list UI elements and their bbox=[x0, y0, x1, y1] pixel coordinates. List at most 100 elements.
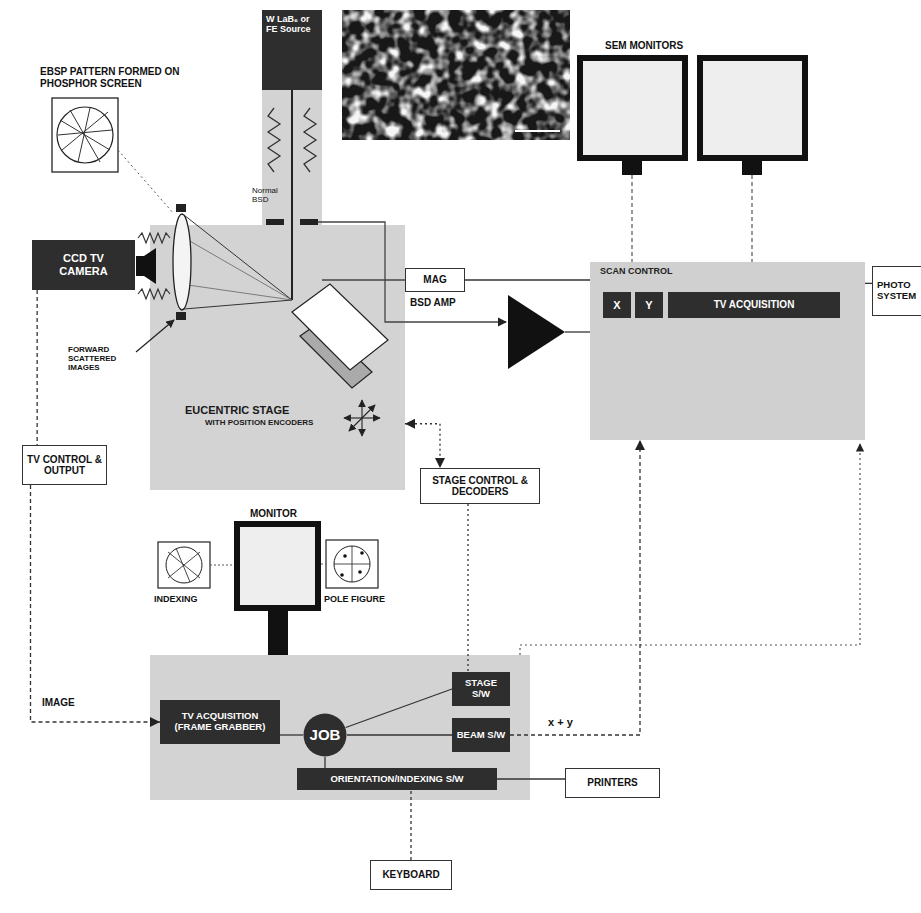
diffraction-cone bbox=[188, 285, 292, 300]
monitor-stand bbox=[268, 611, 288, 655]
pole-dot bbox=[343, 554, 347, 558]
amplifier-triangle: BSD AMP bbox=[405, 292, 565, 372]
pole-dot bbox=[340, 573, 344, 577]
box-label: SCAN CONTROL bbox=[600, 266, 673, 276]
monitor-screen bbox=[700, 58, 805, 158]
kikuchi-band bbox=[176, 548, 190, 582]
pole-dot bbox=[360, 551, 364, 555]
job-circle: JOB bbox=[303, 713, 347, 757]
forward-detector bbox=[176, 312, 186, 320]
pole-figure-inset bbox=[326, 540, 378, 588]
monitor-screen bbox=[580, 58, 685, 158]
box-label: CCD TV CAMERA bbox=[46, 252, 121, 277]
connector bbox=[497, 778, 565, 779]
phosphor-screen bbox=[173, 214, 191, 310]
device-box: PRINTERS bbox=[565, 768, 660, 798]
signal-line bbox=[318, 222, 506, 322]
camera-lens bbox=[136, 256, 144, 276]
connector bbox=[565, 331, 590, 332]
sem-image bbox=[342, 10, 570, 140]
axis-box: X bbox=[603, 292, 631, 318]
process-box: MAG bbox=[405, 268, 465, 292]
source-box: W LaB₆ or FE Source bbox=[262, 10, 322, 90]
process-box: TV ACQUISITION bbox=[668, 292, 840, 318]
kikuchi-band bbox=[168, 552, 200, 578]
box-label: PRINTERS bbox=[587, 777, 638, 789]
indexing-bands bbox=[168, 548, 200, 582]
pattern-circle bbox=[57, 107, 113, 163]
leader-line bbox=[210, 565, 234, 566]
box-label: JOB bbox=[310, 726, 341, 743]
box-label: WITH POSITION ENCODERS bbox=[205, 418, 313, 427]
chamber-region bbox=[150, 90, 405, 490]
stage-panel: EUCENTRIC STAGEWITH POSITION ENCODERS bbox=[150, 225, 405, 490]
axis-arrow bbox=[362, 417, 380, 418]
lens-coil bbox=[304, 108, 316, 172]
signal-line bbox=[322, 279, 405, 280]
pattern-inset bbox=[52, 98, 118, 172]
axis-arrow bbox=[362, 405, 375, 418]
box-label: Y bbox=[645, 299, 652, 312]
control-line bbox=[520, 444, 860, 655]
monitor-stand bbox=[742, 161, 762, 175]
box-label: STAGE CONTROL & DECODERS bbox=[424, 475, 536, 498]
connector bbox=[31, 485, 161, 722]
signal-name: x + y bbox=[546, 716, 575, 729]
connector bbox=[347, 734, 452, 735]
bsd-detector bbox=[300, 219, 318, 225]
pole-dot bbox=[358, 570, 362, 574]
connector bbox=[465, 279, 590, 280]
connector bbox=[467, 504, 468, 672]
pole-axis bbox=[352, 546, 353, 582]
part-name: Normal BSD bbox=[252, 186, 286, 204]
sem-image-grains bbox=[342, 10, 570, 140]
device-box: KEYBOARD bbox=[370, 860, 452, 890]
kikuchi-band bbox=[78, 108, 90, 162]
kikuchi-band bbox=[70, 110, 100, 162]
process-box: STAGE CONTROL & DECODERS bbox=[420, 468, 540, 504]
figure-note: EBSP PATTERN FORMED ON PHOSPHOR SCREEN bbox=[40, 66, 200, 89]
connector bbox=[410, 790, 411, 860]
connector bbox=[405, 424, 440, 468]
diffraction-cone bbox=[184, 215, 292, 300]
job-symbol bbox=[304, 714, 347, 757]
part-name: POLE FIGURE bbox=[324, 594, 385, 604]
kikuchi-band bbox=[58, 130, 112, 135]
connector bbox=[280, 734, 303, 735]
indexing-inset bbox=[158, 542, 210, 588]
diffraction-cone bbox=[184, 300, 292, 309]
part-name: SEM MONITORS bbox=[605, 40, 683, 52]
kikuchi-bands bbox=[58, 108, 112, 162]
signal-line bbox=[751, 175, 752, 262]
box-label: X bbox=[613, 299, 620, 312]
tilted-specimen bbox=[292, 284, 388, 370]
software-box: TV ACQUISITION (FRAME GRABBER) bbox=[160, 700, 280, 744]
box-label: PHOTO SYSTEM bbox=[877, 280, 921, 302]
diffraction-cone bbox=[188, 240, 292, 300]
monitor-screen bbox=[237, 524, 318, 608]
box-label: W LaB₆ or FE Source bbox=[266, 14, 318, 35]
software-box: STAGE S/W bbox=[452, 672, 510, 706]
box-label: BSD AMP bbox=[410, 297, 456, 309]
light-wave bbox=[138, 289, 170, 299]
axis-arrow bbox=[344, 417, 362, 418]
signal-name: IMAGE bbox=[40, 697, 77, 709]
axis-arrow bbox=[361, 418, 362, 436]
box-label: TV ACQUISITION (FRAME GRABBER) bbox=[166, 711, 274, 733]
axis-arrow bbox=[361, 400, 362, 418]
part-name: INDEXING bbox=[154, 594, 198, 604]
amplifier-symbol bbox=[508, 295, 565, 369]
axis-box: Y bbox=[635, 292, 663, 318]
box-label: EUCENTRIC STAGE bbox=[185, 404, 289, 417]
box-label: KEYBOARD bbox=[382, 869, 439, 881]
forward-detector bbox=[176, 204, 186, 212]
box-label: ORIENTATION/INDEXING S/W bbox=[330, 774, 463, 785]
computer-panel bbox=[150, 655, 530, 800]
process-box: PHOTO SYSTEM bbox=[872, 266, 921, 316]
box-label: STAGE S/W bbox=[455, 678, 507, 700]
software-box: ORIENTATION/INDEXING S/W bbox=[297, 768, 497, 790]
box-label: TV CONTROL & OUTPUT bbox=[26, 454, 103, 477]
leader-arrow bbox=[136, 320, 174, 352]
kikuchi-band bbox=[168, 552, 200, 578]
